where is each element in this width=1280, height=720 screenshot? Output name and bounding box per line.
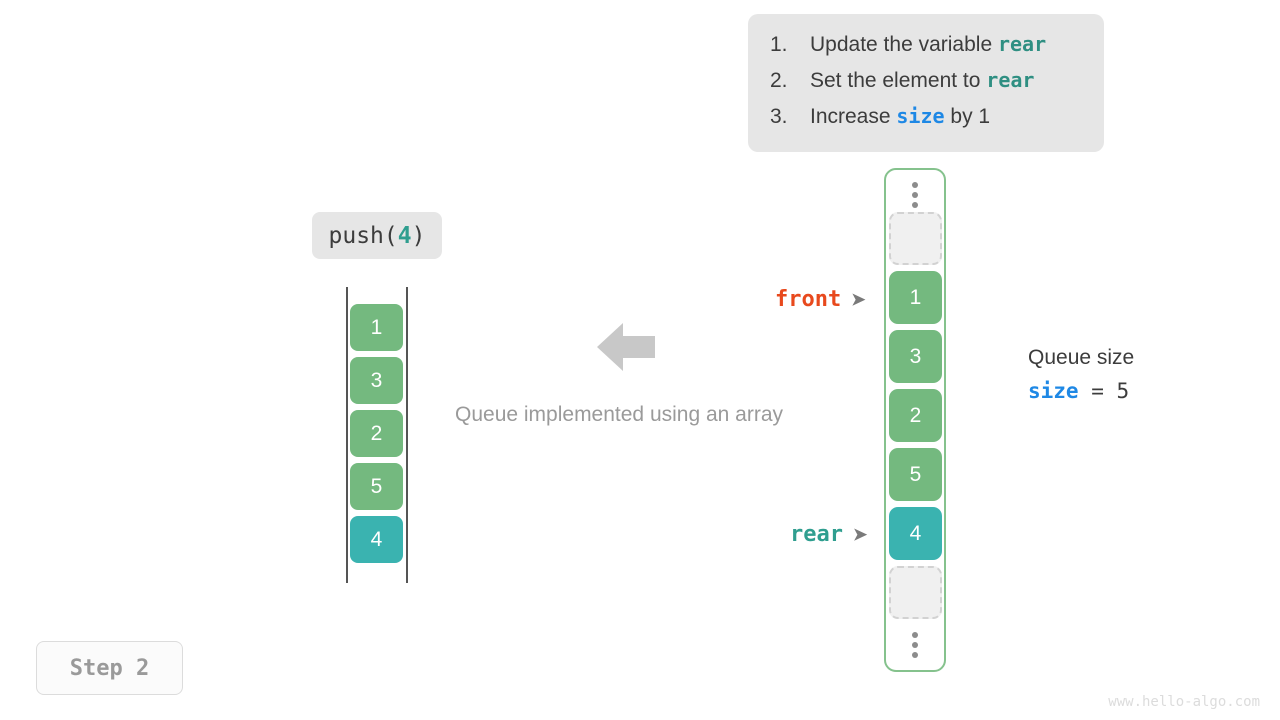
queue-cell-list: 1 3 2 5 4	[889, 212, 943, 625]
operation-name: push(	[328, 222, 398, 249]
ellipsis-top-icon	[886, 172, 944, 218]
keyword-size: size	[896, 104, 945, 128]
watermark: www.hello-algo.com	[1108, 694, 1260, 710]
instruction-number: 1.	[770, 33, 788, 56]
array-cell-list: 1 3 2 5 4	[350, 304, 403, 569]
dot	[912, 202, 918, 208]
array-cell-highlighted: 4	[350, 516, 403, 563]
array-rail-left	[346, 287, 348, 583]
size-value: 5	[1116, 379, 1130, 403]
queue-cell: 1	[889, 271, 942, 324]
front-pointer-label: front ➤	[775, 287, 865, 312]
queue-cell-highlighted: 4	[889, 507, 942, 560]
dot	[912, 182, 918, 188]
instruction-number: 2.	[770, 69, 788, 92]
rear-pointer-label: rear ➤	[790, 522, 867, 547]
keyword-rear: rear	[986, 68, 1035, 92]
instruction-text: Increase size by 1	[810, 104, 991, 128]
array-rail-right	[406, 287, 408, 583]
queue-cell: 3	[889, 330, 942, 383]
queue-cell-empty	[889, 212, 942, 265]
dot	[912, 192, 918, 198]
queue-size-info: Queue size size = 5	[1028, 343, 1134, 410]
ellipsis-bottom-icon	[886, 622, 944, 668]
array-cell: 5	[350, 463, 403, 510]
instructions-panel: 1. Update the variable rear 2. Set the e…	[748, 14, 1104, 152]
dot	[912, 652, 918, 658]
instruction-item-1: 1. Update the variable rear	[748, 32, 1104, 68]
diagram-caption: Queue implemented using an array	[455, 403, 784, 426]
array-cell: 1	[350, 304, 403, 351]
step-badge: Step 2	[36, 641, 183, 695]
queue-cell: 5	[889, 448, 942, 501]
instruction-item-2: 2. Set the element to rear	[748, 68, 1104, 104]
front-pointer-text: front	[775, 287, 842, 312]
instruction-text: Update the variable rear	[810, 32, 1047, 56]
size-variable: size	[1028, 379, 1079, 403]
instruction-item-3: 3. Increase size by 1	[748, 104, 1104, 140]
rear-pointer-text: rear	[790, 522, 843, 547]
operation-argument: 4	[397, 222, 412, 249]
array-cell: 3	[350, 357, 403, 404]
front-arrow-icon: ➤	[851, 290, 866, 309]
dot	[912, 632, 918, 638]
queue-size-expression: size = 5	[1028, 372, 1134, 410]
queue-view: 1 3 2 5 4	[884, 168, 946, 672]
instruction-number: 3.	[770, 105, 788, 128]
instruction-text: Set the element to rear	[810, 68, 1035, 92]
operation-close-paren: )	[411, 222, 426, 249]
dot	[912, 642, 918, 648]
queue-cell: 2	[889, 389, 942, 442]
array-view: 1 3 2 5 4	[346, 287, 408, 583]
queue-cell-empty	[889, 566, 942, 619]
rear-arrow-icon: ➤	[852, 525, 868, 544]
queue-size-title: Queue size	[1028, 346, 1135, 369]
size-operator: =	[1091, 379, 1104, 403]
keyword-rear: rear	[997, 32, 1047, 56]
array-cell: 2	[350, 410, 403, 457]
left-arrow-icon	[597, 322, 655, 372]
operation-label: push(4)	[312, 212, 442, 259]
